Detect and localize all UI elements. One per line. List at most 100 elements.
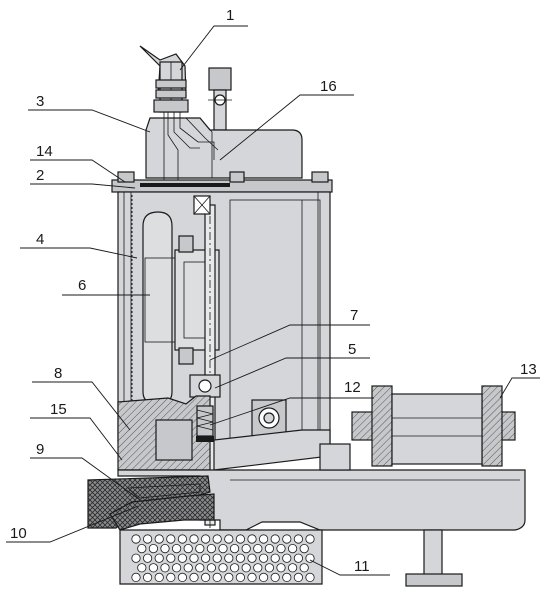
callout-15: 15 <box>50 401 67 418</box>
strainer-hole <box>195 543 205 554</box>
strainer-hole <box>293 534 303 544</box>
strainer-hole <box>305 572 315 583</box>
strainer-hole <box>230 563 240 573</box>
strainer-hole <box>247 534 257 544</box>
strainer-hole <box>166 534 176 544</box>
strainer-hole <box>253 563 263 573</box>
callout-13: 13 <box>520 361 537 378</box>
strainer-hole <box>201 572 211 583</box>
callout-7: 7 <box>350 307 358 324</box>
strainer-hole <box>166 553 176 563</box>
strainer-hole <box>299 563 309 573</box>
strainer-hole <box>282 553 292 563</box>
motor-top-cover <box>145 117 303 179</box>
upper-bearing <box>193 195 211 215</box>
strainer-hole <box>154 553 164 563</box>
strainer-hole <box>189 534 199 544</box>
strainer-hole <box>258 553 269 563</box>
strainer-hole <box>131 553 141 563</box>
strainer-hole <box>253 543 263 554</box>
strainer-hole <box>131 572 141 583</box>
strainer-hole <box>177 572 187 583</box>
strainer-hole <box>276 543 286 554</box>
callout-11: 11 <box>354 558 370 575</box>
strainer-hole <box>287 563 298 573</box>
strainer-hole <box>137 563 147 573</box>
strainer-hole <box>201 534 211 544</box>
strainer-hole <box>258 572 269 583</box>
discharge-flange <box>351 385 516 467</box>
oil-chamber-casting <box>117 395 211 471</box>
strainer-hole <box>235 534 245 544</box>
strainer-hole <box>212 534 222 544</box>
strainer-hole <box>235 572 245 583</box>
strainer-hole <box>270 534 280 544</box>
callout-4: 4 <box>36 231 44 248</box>
strainer-hole <box>241 563 251 573</box>
strainer-hole <box>206 543 216 554</box>
strainer-hole <box>224 553 234 563</box>
callout-5: 5 <box>348 341 356 358</box>
strainer-hole <box>160 563 170 573</box>
callout-12: 12 <box>344 379 361 396</box>
strainer-hole <box>247 572 257 583</box>
strainer-hole <box>172 563 182 573</box>
callout-2: 2 <box>36 167 44 184</box>
drain-plug <box>251 399 287 439</box>
strainer-hole <box>148 563 158 573</box>
lower-bearing <box>189 374 221 398</box>
strainer-hole <box>264 563 274 573</box>
strainer-hole <box>305 553 315 563</box>
strainer-hole <box>137 543 147 554</box>
strainer-hole <box>201 553 211 563</box>
strainer-hole <box>270 572 280 583</box>
strainer-hole <box>189 572 199 583</box>
mechanical-seal <box>196 405 214 442</box>
callout-14: 14 <box>36 143 53 160</box>
strainer-hole <box>276 563 286 573</box>
strainer-hole <box>305 534 315 544</box>
callout-8: 8 <box>54 365 62 382</box>
strainer-hole <box>224 534 234 544</box>
strainer-hole <box>177 553 187 563</box>
strainer-hole <box>218 563 228 573</box>
strainer-hole <box>299 543 309 554</box>
strainer-hole <box>224 572 234 583</box>
strainer-hole <box>143 553 153 563</box>
support-foot <box>405 529 463 587</box>
strainer-hole <box>282 534 292 544</box>
strainer-hole <box>143 534 153 544</box>
callout-6: 6 <box>78 277 86 294</box>
strainer-hole <box>230 543 240 554</box>
callout-3: 3 <box>36 93 44 110</box>
strainer-hole <box>154 572 164 583</box>
impeller <box>87 475 215 531</box>
housing-base <box>213 429 331 471</box>
strainer-hole <box>247 553 257 563</box>
strainer-hole <box>189 553 199 563</box>
callout-9: 9 <box>36 441 44 458</box>
strainer-hole <box>131 534 141 544</box>
strainer-hole <box>282 572 292 583</box>
strainer-hole <box>287 543 298 554</box>
strainer-hole <box>212 572 222 583</box>
strainer-hole <box>183 563 193 573</box>
callout-16: 16 <box>320 78 337 95</box>
callout-labels: 1 2 3 4 5 6 7 8 9 10 11 12 13 14 15 16 <box>10 7 537 575</box>
strainer-hole <box>206 563 216 573</box>
lifting-handle <box>208 67 232 131</box>
leader-lines <box>6 25 540 576</box>
strainer-hole <box>258 534 269 544</box>
strainer-hole <box>293 572 303 583</box>
strainer-hole <box>177 534 187 544</box>
strainer-hole <box>166 572 176 583</box>
strainer-hole <box>154 534 164 544</box>
pump-casing <box>117 443 526 531</box>
strainer-hole <box>172 543 182 554</box>
strainer-hole <box>160 543 170 554</box>
strainer-hole <box>241 543 251 554</box>
strainer-hole <box>148 543 158 554</box>
suction-strainer <box>119 529 323 585</box>
strainer-hole <box>195 563 205 573</box>
